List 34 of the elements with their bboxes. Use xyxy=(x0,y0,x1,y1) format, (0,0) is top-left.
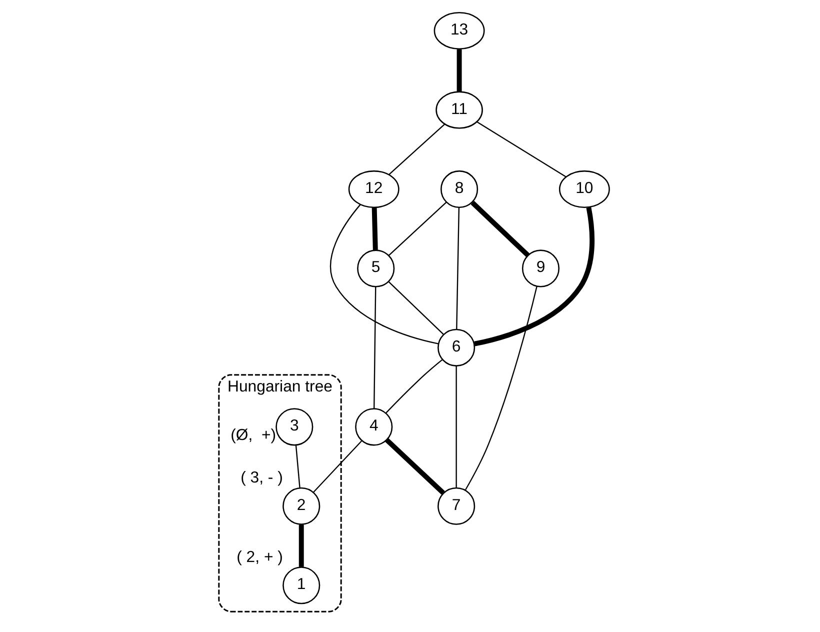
node-ellipse: 13 xyxy=(434,12,485,50)
connector xyxy=(456,366,457,488)
connector xyxy=(456,208,460,330)
connector xyxy=(388,202,447,256)
connector xyxy=(470,200,530,258)
connector xyxy=(386,359,443,414)
node-circle: 1 xyxy=(282,566,320,604)
connector xyxy=(385,438,445,495)
node-label: ( 3, - ) xyxy=(240,470,283,487)
connector xyxy=(372,208,378,250)
node-label: (Ø, +) xyxy=(230,427,276,444)
connector xyxy=(298,524,304,567)
node-ellipse: 12 xyxy=(348,170,400,208)
node-circle: 6 xyxy=(438,328,476,366)
node-circle: 7 xyxy=(438,487,476,525)
node-ellipse: 10 xyxy=(558,170,610,208)
connector xyxy=(295,445,300,488)
node-ellipse: 11 xyxy=(436,91,483,129)
connector xyxy=(476,121,566,178)
connector xyxy=(313,440,362,493)
node-circle: 9 xyxy=(522,250,560,288)
node-circle: 2 xyxy=(282,487,320,525)
connector xyxy=(456,49,462,92)
connector xyxy=(465,286,538,490)
connector xyxy=(374,286,376,408)
connector xyxy=(474,207,595,346)
connector xyxy=(388,124,445,176)
connector xyxy=(388,281,444,335)
node-label: ( 2, + ) xyxy=(236,548,283,566)
node-circle: 4 xyxy=(355,408,393,446)
node-circle: 5 xyxy=(357,250,395,288)
node-circle: 8 xyxy=(440,170,478,208)
node-circle: 3 xyxy=(276,408,314,446)
connector xyxy=(330,204,438,344)
